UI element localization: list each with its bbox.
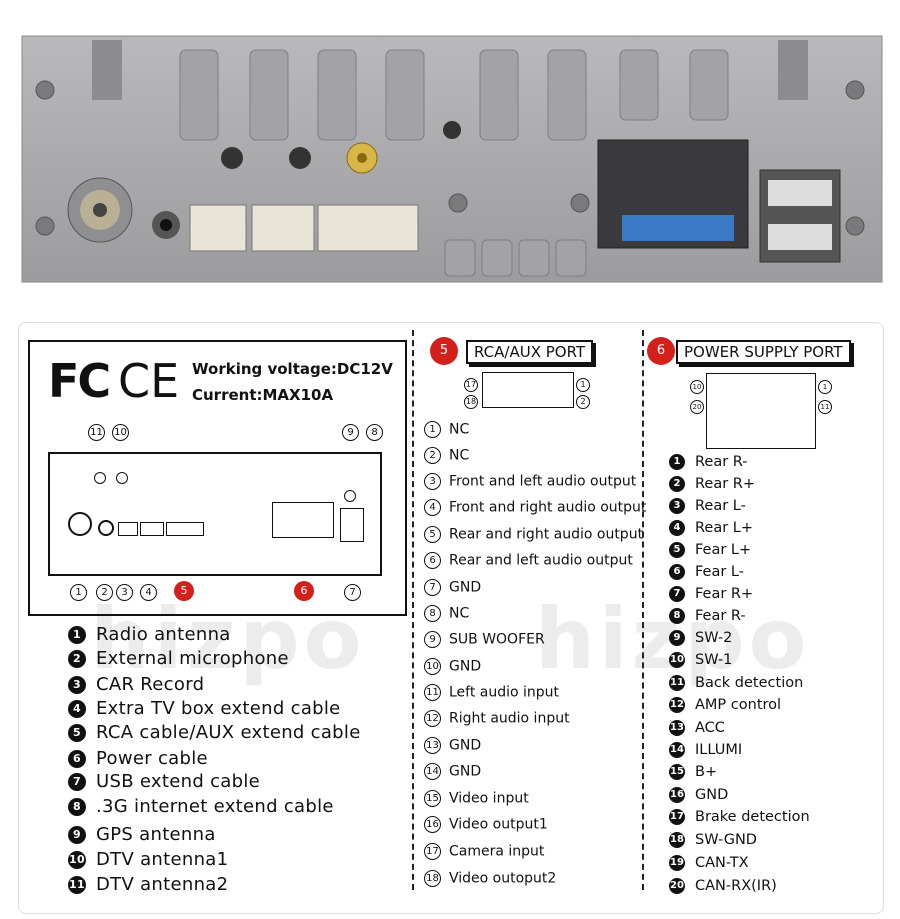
bottom-num-2: 2: [96, 584, 113, 601]
watermark: hizpo: [90, 590, 366, 688]
rca-port-number: 5: [430, 337, 458, 365]
power-conn-1: 1: [818, 379, 832, 394]
top-num-11: 11: [88, 424, 105, 441]
power-port: [272, 502, 334, 538]
rca-port-title: RCA/AUX PORT: [466, 340, 594, 364]
rear-panel-illustration: [21, 35, 883, 283]
rca-conn-18: 18: [464, 394, 478, 409]
mic-port: [98, 520, 114, 536]
rca-conn-2: 2: [576, 394, 590, 409]
top-num-8: 8: [366, 424, 383, 441]
bottom-num-5: 5: [174, 580, 194, 601]
legend-item: 8.3G internet extend cable: [68, 796, 334, 817]
rca-port: [166, 522, 204, 536]
bottom-num-3: 3: [116, 584, 133, 601]
bottom-num-6: 6: [294, 580, 314, 601]
rca-conn-17: 17: [464, 377, 478, 392]
record-port: [118, 522, 138, 536]
info-panel: [18, 322, 884, 914]
bottom-num-7: 7: [344, 584, 361, 601]
bottom-num-4: 4: [140, 584, 157, 601]
unit-rear-photo: [0, 0, 900, 315]
current-label: Current:MAX10A: [192, 386, 334, 404]
power-connector-diagram: [706, 373, 816, 449]
top-num-9: 9: [342, 424, 359, 441]
dtv1-port: [116, 472, 128, 484]
divider-1: [412, 330, 414, 890]
power-port-number: 6: [647, 337, 675, 365]
usb-port: [340, 508, 364, 542]
bottom-num-1: 1: [70, 584, 87, 601]
top-num-10: 10: [112, 424, 129, 441]
radio-antenna-port: [68, 512, 92, 536]
power-conn-11: 11: [818, 399, 832, 414]
tv-port: [140, 522, 164, 536]
divider-2: [642, 330, 644, 890]
dtv2-port: [94, 472, 106, 484]
power-port-title: POWER SUPPLY PORT: [676, 340, 851, 364]
ce-logo: CE: [118, 354, 180, 408]
power-conn-10: 10: [690, 379, 704, 394]
gps-port: [344, 490, 356, 502]
power-conn-20: 20: [690, 399, 704, 414]
voltage-label: Working voltage:DC12V: [192, 360, 393, 378]
rca-conn-1: 1: [576, 377, 590, 392]
back-panel-diagram: FC CE Working voltage:DC12V Current:MAX1…: [28, 340, 407, 616]
panel-outline: [48, 452, 382, 576]
rca-connector-diagram: [482, 372, 574, 408]
fcc-logo: FC: [48, 354, 111, 408]
